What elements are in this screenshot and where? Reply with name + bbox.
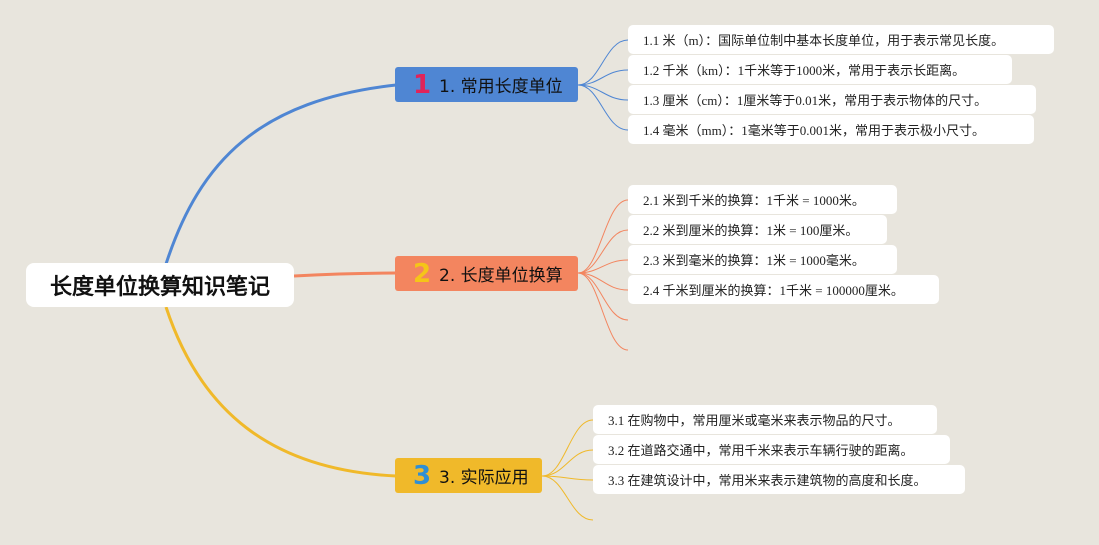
number-3-icon: 3	[412, 460, 432, 491]
leaf-2-2[interactable]: 2.2 米到厘米的换算：1米 = 100厘米。	[628, 215, 887, 244]
leaf-3-3[interactable]: 3.3 在建筑设计中，常用米来表示建筑物的高度和长度。	[593, 465, 965, 494]
branch-title: 1. 常用长度单位	[439, 77, 563, 97]
connector-branch-2	[293, 271, 397, 278]
leaf-text: 1.1 米（m）：国际单位制中基本长度单位，用于表示常见长度。	[643, 33, 1005, 48]
leaf-text: 3.2 在道路交通中，常用千米来表示车辆行驶的距离。	[608, 443, 914, 458]
leaf-3-2[interactable]: 3.2 在道路交通中，常用千米来表示车辆行驶的距离。	[593, 435, 950, 464]
leaf-text: 1.3 厘米（cm）：1厘米等于0.01米，常用于表示物体的尺寸。	[643, 93, 988, 108]
branch-title: 2. 长度单位换算	[439, 266, 563, 286]
number-2-icon: 2	[412, 258, 432, 289]
leaf-2-4[interactable]: 2.4 千米到厘米的换算：1千米 = 100000厘米。	[628, 275, 939, 304]
branch-title: 3. 实际应用	[439, 468, 529, 488]
root-title: 长度单位换算知识笔记	[49, 275, 270, 300]
connector-branch-1	[164, 83, 397, 265]
leaf-text: 2.1 米到千米的换算：1千米 = 1000米。	[643, 193, 865, 208]
leaf-text: 1.4 毫米（mm）：1毫米等于0.001米，常用于表示极小尺寸。	[643, 123, 985, 138]
root-topic[interactable]: 长度单位换算知识笔记	[26, 263, 294, 307]
connector-leaves-3	[541, 419, 594, 521]
leaf-1-3[interactable]: 1.3 厘米（cm）：1厘米等于0.01米，常用于表示物体的尺寸。	[628, 85, 1036, 114]
connector-leaves-2	[577, 199, 629, 351]
leaf-text: 2.3 米到毫米的换算：1米 = 1000毫米。	[643, 253, 865, 268]
number-1-icon: 1	[412, 69, 432, 100]
connector-leaves-1	[577, 39, 629, 131]
branch-topic-1[interactable]: 1 1. 常用长度单位	[395, 67, 578, 102]
leaf-text: 2.2 米到厘米的换算：1米 = 100厘米。	[643, 223, 859, 238]
leaf-2-3[interactable]: 2.3 米到毫米的换算：1米 = 1000毫米。	[628, 245, 897, 274]
leaf-text: 3.3 在建筑设计中，常用米来表示建筑物的高度和长度。	[608, 473, 927, 488]
leaf-1-2[interactable]: 1.2 千米（km）：1千米等于1000米，常用于表示长距离。	[628, 55, 1012, 84]
leaf-text: 1.2 千米（km）：1千米等于1000米，常用于表示长距离。	[643, 63, 966, 78]
branch-topic-2[interactable]: 2 2. 长度单位换算	[395, 256, 578, 291]
leaf-text: 2.4 千米到厘米的换算：1千米 = 100000厘米。	[643, 283, 904, 298]
leaf-1-1[interactable]: 1.1 米（m）：国际单位制中基本长度单位，用于表示常见长度。	[628, 25, 1054, 54]
branch-topic-3[interactable]: 3 3. 实际应用	[395, 458, 542, 493]
leaf-2-1[interactable]: 2.1 米到千米的换算：1千米 = 1000米。	[628, 185, 897, 214]
leaf-1-4[interactable]: 1.4 毫米（mm）：1毫米等于0.001米，常用于表示极小尺寸。	[628, 115, 1034, 144]
leaf-text: 3.1 在购物中，常用厘米或毫米来表示物品的尺寸。	[608, 413, 901, 428]
connector-branch-3	[164, 306, 397, 478]
leaf-3-1[interactable]: 3.1 在购物中，常用厘米或毫米来表示物品的尺寸。	[593, 405, 937, 434]
